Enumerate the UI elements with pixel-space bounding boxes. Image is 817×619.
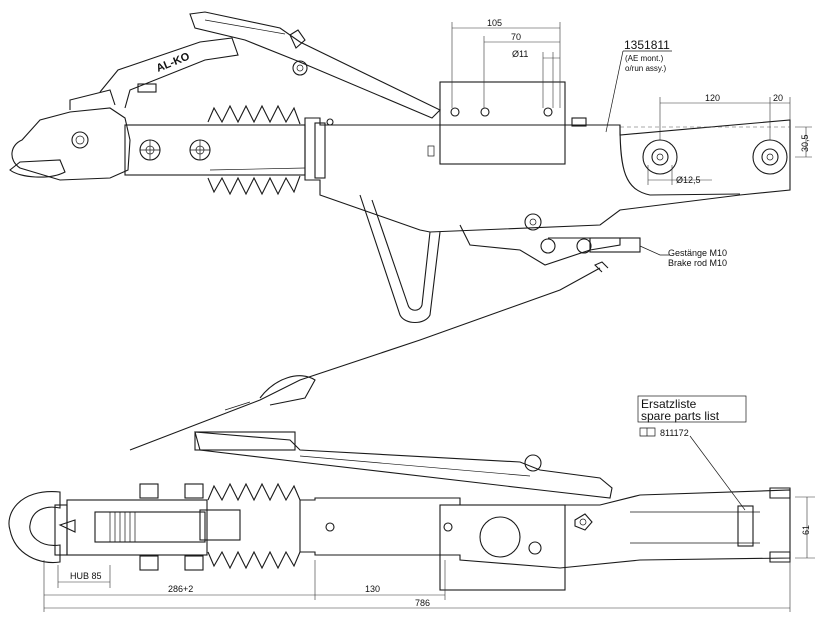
alko-logo: AL-KO bbox=[155, 50, 192, 74]
spare-number: 811172 bbox=[660, 428, 689, 438]
part-number: 1351811 bbox=[624, 38, 670, 52]
dim-61: 61 bbox=[801, 525, 811, 535]
dim-130: 130 bbox=[365, 584, 380, 594]
bellows bbox=[207, 104, 301, 196]
dim-30-5: 30,5 bbox=[800, 134, 810, 152]
spare-en: spare parts list bbox=[641, 409, 720, 423]
dim-120: 120 bbox=[705, 93, 720, 103]
plan-bellows bbox=[207, 482, 301, 570]
hub-85: HUB 85 bbox=[70, 571, 102, 581]
dim-70: 70 bbox=[511, 32, 521, 42]
dim-20: 20 bbox=[773, 93, 783, 103]
overrun-housing bbox=[304, 117, 791, 233]
dim-hole-11: Ø11 bbox=[512, 49, 528, 59]
hand-brake-lever bbox=[189, 11, 441, 119]
part-note-2: o/run assy.) bbox=[625, 64, 667, 73]
spare-parts-box bbox=[637, 395, 747, 423]
plan-brake-lever bbox=[194, 431, 613, 499]
dim-105: 105 bbox=[487, 18, 502, 28]
book-icon bbox=[639, 427, 656, 437]
coupling-handle bbox=[99, 37, 239, 109]
part-note-1: (AE mont.) bbox=[625, 54, 664, 63]
dim-hole-12-5: Ø12,5 bbox=[676, 175, 701, 185]
brake-rod-de: Gestänge M10 bbox=[668, 248, 727, 258]
brake-rod-en: Brake rod M10 bbox=[668, 258, 727, 268]
plan-view bbox=[8, 431, 791, 591]
support-bracket bbox=[359, 194, 441, 324]
dimensions: 105 70 Ø11 1351811 (AE mont.) o/run assy… bbox=[43, 18, 815, 612]
spare-de: Ersatzliste bbox=[641, 397, 697, 411]
side-view: AL-KO bbox=[9, 11, 791, 451]
mounting-plate bbox=[439, 81, 566, 165]
dim-286: 286+2 bbox=[168, 584, 193, 594]
dim-786: 786 bbox=[415, 598, 430, 608]
coupling-head bbox=[11, 107, 131, 181]
plan-coupling-eye bbox=[8, 491, 61, 564]
plan-housing bbox=[299, 489, 791, 569]
brake-cable bbox=[129, 267, 601, 451]
